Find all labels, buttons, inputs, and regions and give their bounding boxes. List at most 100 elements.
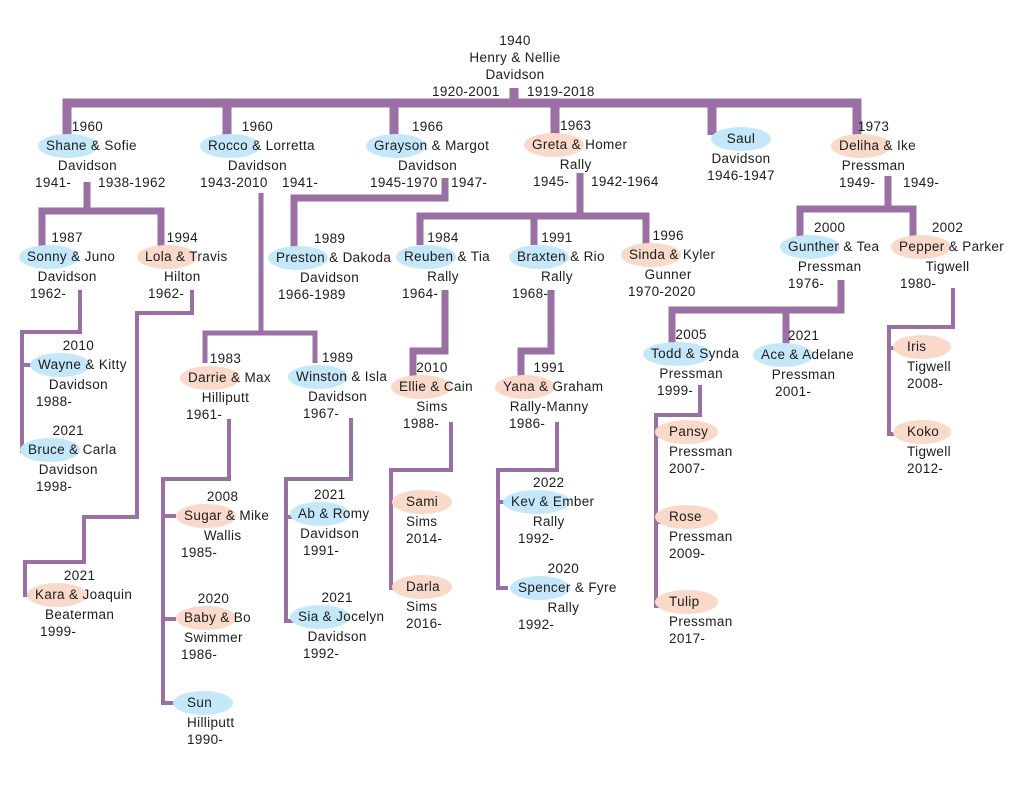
spouse-name: Homer [585,137,628,152]
name-highlight-ellipse [524,133,584,157]
life-dates: 1985- [176,544,269,561]
surname: Swimmer [184,630,243,645]
person-name: Ab [298,506,316,521]
ampersand: & [85,357,95,372]
person-name: Kev [511,494,536,509]
connector [161,419,231,705]
surname: Gunner [644,267,692,282]
surname: Hilliputt [201,390,250,405]
name-highlight-ellipse [176,606,236,630]
ampersand: & [669,247,679,262]
spouse-part: & Carla [65,442,117,457]
ampersand: & [431,138,441,153]
ampersand: & [176,249,186,264]
life-dates: 1949-1949- [831,174,939,191]
name-highlight-ellipse [137,245,197,269]
life-dates-1: 1985- [181,545,218,560]
spouse-name: Tia [470,249,491,264]
life-dates: 1968- [509,285,605,302]
life-dates-2: 1942-1964 [591,174,659,189]
name-highlight-ellipse [893,420,951,444]
marriage-year: 2022 [532,475,565,490]
ampersand: & [789,347,799,362]
ampersand: & [571,137,581,152]
name-highlight-ellipse [268,246,328,270]
name-row: Sugar & Mike [176,504,269,528]
surname: Pressman [797,259,862,274]
marriage-year: 1966 [411,119,444,134]
spouse-name: Synda [699,346,740,361]
marriage-year: 1987 [51,230,83,245]
marriage-year: 2005 [675,327,707,342]
spouse-part: & Travis [172,249,228,264]
connector [654,385,702,608]
name-highlight-ellipse [27,583,87,607]
person-name: Deliha [839,138,880,153]
person-name: Preston [276,250,325,265]
spouse-name: Adelane [802,347,855,362]
life-dates-1: 1998- [36,479,73,494]
connector [416,173,650,245]
spouse-name: Cain [443,379,474,394]
name-row: Greta & Homer [524,133,628,157]
person-name: Sun [187,695,213,710]
person-name: Ellie [399,379,427,394]
life-dates-1: 1945- [533,174,570,189]
life-dates-1: 1941- [35,175,72,190]
life-dates-2: 1938-1962 [98,175,166,190]
marriage-year: 1983 [209,351,242,366]
spouse-name: Dakoda [342,250,392,265]
person-name: Sia [298,609,319,624]
life-dates: 2017- [669,631,706,646]
name-highlight-ellipse [495,375,555,399]
spouse-part: & Romy [315,506,369,521]
life-dates: 1946-1947 [706,167,776,184]
ampersand: & [843,239,853,254]
spouse-part: & Juno [67,249,115,264]
name-row: Sami [392,490,452,514]
name-row: Sinda & Kyler [621,243,715,267]
spouse-name: Graham [552,379,604,394]
connector [290,178,449,247]
name-highlight-ellipse [831,134,891,158]
marriage-year: 1973 [857,119,890,134]
name-highlight-ellipse [391,375,451,399]
marriage-year: 1960 [241,119,274,134]
life-dates: 1988- [391,415,473,432]
spouse-name: Bo [233,610,251,625]
marriage-year: 2021 [63,568,96,583]
name-highlight-ellipse [643,342,711,366]
spouse-name: Romy [332,506,370,521]
surname: Sims [416,399,448,414]
person-name: Braxten [517,249,566,264]
surname: Rally [427,269,459,284]
life-dates: 2008- [907,376,944,391]
marriage-year: 2020 [197,591,230,606]
surname: Davidson [711,151,771,166]
name-highlight-ellipse [19,245,79,269]
name-highlight-ellipse [510,576,570,600]
life-dates: 2001- [753,383,854,400]
name-row: Sonny & Juno [19,245,115,269]
surname: Davidson [48,377,108,392]
